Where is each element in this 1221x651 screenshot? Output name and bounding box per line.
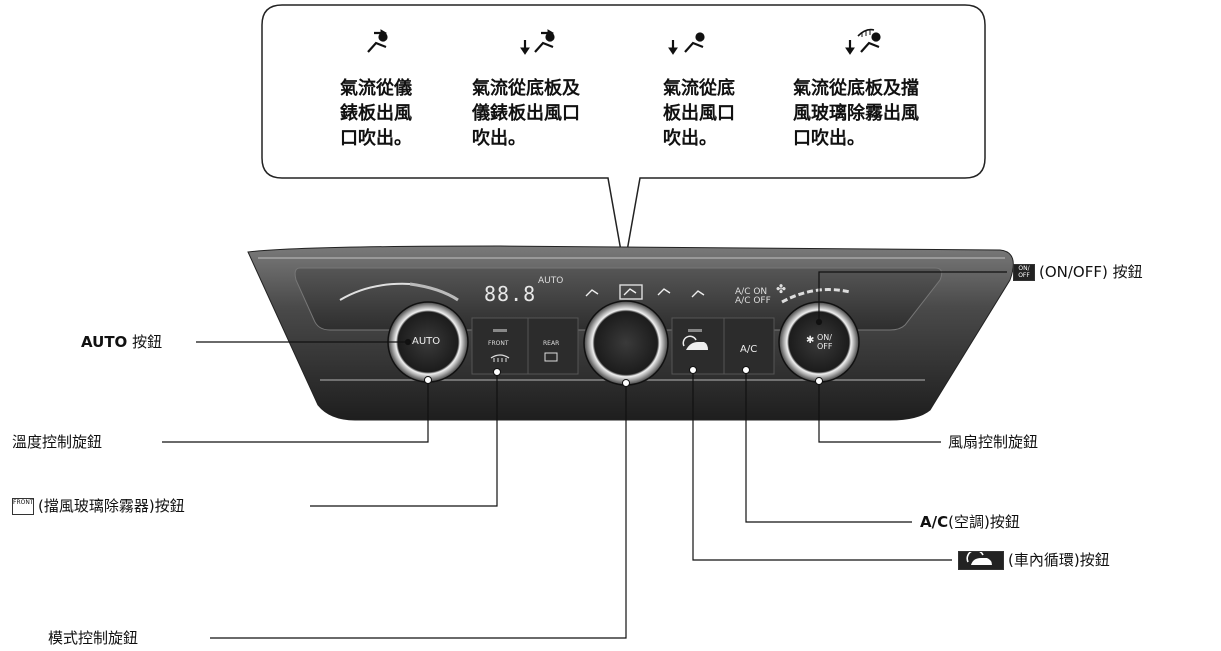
display-ac-on: A/C ON xyxy=(735,287,768,297)
rear-defrost-glyph-icon xyxy=(544,352,558,362)
front-defrost-icon-text: FRONT xyxy=(13,499,34,506)
face-vent-icon xyxy=(367,29,388,53)
mode-floor-text: 氣流從底 板出風口 吹出。 xyxy=(663,76,735,151)
recirc-car-icon xyxy=(686,342,708,350)
mode-floor-defrost-line: 風玻璃除霧出風 xyxy=(793,103,919,124)
ac-label-rest: (空調)按鈕 xyxy=(948,513,1020,531)
front-defrost-label: FRONT (擋風玻璃除霧器)按鈕 xyxy=(12,497,185,515)
fan-onoff-icon-off: OFF xyxy=(1018,272,1030,279)
recirc-button-label-text: (車內循環)按鈕 xyxy=(1008,551,1110,569)
front-defrost-glyph-icon xyxy=(490,354,510,359)
recirc-icon xyxy=(958,549,1004,570)
ac-button-external-label: A/C(空調)按鈕 xyxy=(920,513,1020,531)
display-auto-indicator: AUTO xyxy=(538,276,564,286)
onoff-knob-label-off[interactable]: OFF xyxy=(817,342,833,351)
auto-button-label-rest: 按鈕 xyxy=(127,333,163,351)
floor-vent-icon xyxy=(668,32,705,55)
mode-floor-face-text: 氣流從底板及 儀錶板出風口 吹出。 xyxy=(472,76,580,151)
rear-defrost-button-shape xyxy=(527,317,579,375)
ac-button-shape xyxy=(723,317,775,375)
temp-knob-label: 溫度控制旋鈕 xyxy=(12,433,103,451)
fan-display-icon: ✤ xyxy=(776,282,787,296)
front-defrost-button-shape xyxy=(471,317,529,375)
mode-floor-face-line: 氣流從底板及 xyxy=(472,78,580,99)
rear-button-label[interactable]: REAR xyxy=(543,340,560,347)
front-defrost-icon: FRONT xyxy=(12,498,34,515)
onoff-knob-label-on[interactable]: ON/ xyxy=(817,333,832,342)
mode-face-line: 氣流從儀 xyxy=(340,78,412,99)
mode-face-text: 氣流從儀 錶板出風 口吹出。 xyxy=(340,76,412,151)
fan-onoff-icon-on: ON/ xyxy=(1018,265,1030,272)
onoff-button-label: ON/OFF(ON/OFF) 按鈕 xyxy=(1013,263,1143,281)
front-button-label[interactable]: FRONT xyxy=(488,340,509,347)
recirc-button-label: (車內循環)按鈕 xyxy=(958,549,1110,570)
auto-knob-label[interactable]: AUTO xyxy=(412,336,441,347)
front-defrost-label-text: (擋風玻璃除霧器)按鈕 xyxy=(38,497,185,515)
mode-floor-defrost-line: 氣流從底板及擋 xyxy=(793,78,919,99)
ac-label-bold: A/C xyxy=(920,513,949,531)
auto-button-label-bold: AUTO xyxy=(81,333,128,351)
floor-and-face-vent-icon xyxy=(520,29,555,55)
display-mode-icons xyxy=(585,284,705,300)
mode-floor-defrost-line: 口吹出。 xyxy=(793,128,865,149)
mode-floor-face-line: 儀錶板出風口 xyxy=(472,103,580,124)
mode-knob-label: 模式控制旋鈕 xyxy=(48,629,139,647)
display-ac-off: A/C OFF xyxy=(735,296,771,306)
mode-control-knob xyxy=(583,300,669,386)
mode-face-line: 口吹出。 xyxy=(340,128,412,149)
auto-button-label: AUTO 按鈕 xyxy=(81,333,162,351)
mode-floor-line: 吹出。 xyxy=(663,128,717,149)
mode-floor-defrost-text: 氣流從底板及擋 風玻璃除霧出風 口吹出。 xyxy=(793,76,919,151)
mode-face-line: 錶板出風 xyxy=(340,103,412,124)
display-temperature: 88.8 xyxy=(484,282,537,306)
ac-button-label[interactable]: A/C xyxy=(740,344,758,355)
leader-lines xyxy=(162,271,1007,639)
fan-knob-label: 風扇控制旋鈕 xyxy=(948,433,1039,451)
fan-small-icon: ✱ xyxy=(806,335,815,346)
mode-floor-line: 板出風口 xyxy=(663,103,735,124)
floor-and-defrost-vent-icon xyxy=(845,28,881,55)
mode-floor-face-line: 吹出。 xyxy=(472,128,526,149)
fan-onoff-icon: ON/OFF xyxy=(1013,264,1035,281)
mode-floor-line: 氣流從底 xyxy=(663,78,735,99)
callout-bubble xyxy=(261,4,986,269)
onoff-button-label-text: (ON/OFF) 按鈕 xyxy=(1039,263,1143,281)
